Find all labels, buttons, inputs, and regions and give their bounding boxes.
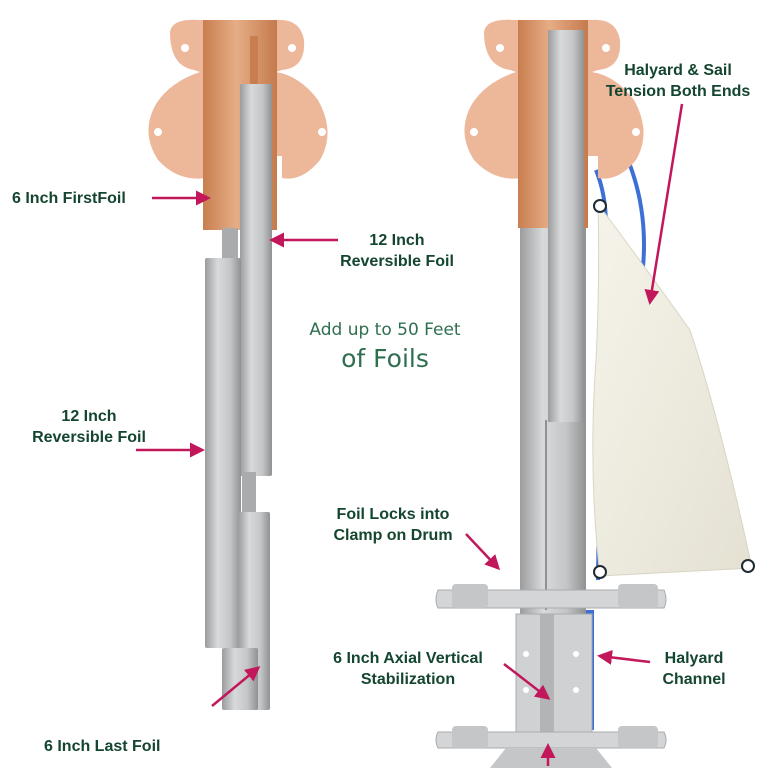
label-foil-locks-line2: Clamp on Drum: [333, 527, 453, 544]
label-first-foil: 6 Inch FirstFoil: [12, 190, 126, 207]
label-axial-stabilization: 6 Inch Axial Vertical Stabilization: [308, 648, 508, 690]
label-reversible-left: 12 Inch Reversible Foil: [14, 406, 164, 448]
right-assembly: [435, 19, 755, 768]
drum-clamp-upper-block: [452, 584, 488, 608]
label-last-foil: 6 Inch Last Foil: [44, 738, 161, 755]
center-title-line2: of Foils: [341, 344, 429, 373]
axial-stabilizer-rod: [540, 614, 554, 738]
arrow-last-foil: [211, 666, 261, 707]
label-halyard-tension: Halyard & Sail Tension Both Ends: [588, 60, 768, 102]
left-foil-connector: [222, 228, 238, 260]
center-title: Add up to 50 Feet of Foils: [292, 318, 478, 376]
left-assembly: [148, 19, 328, 710]
right-foil-inner: [548, 30, 584, 422]
sail: [592, 202, 753, 577]
label-axial-stabilization-line1: 6 Inch Axial Vertical: [333, 650, 483, 667]
arrow-axial: [503, 663, 551, 700]
left-bracket-hole: [318, 128, 326, 136]
stabilizer-hole: [523, 651, 529, 657]
drum-clamp-upper-block: [618, 584, 658, 608]
center-title-line1: Add up to 50 Feet: [309, 320, 461, 340]
label-halyard-tension-line1: Halyard & Sail: [624, 62, 732, 79]
label-reversible-top: 12 Inch Reversible Foil: [322, 230, 472, 272]
label-reversible-top-line2: Reversible Foil: [340, 253, 454, 270]
stabilizer-hole: [523, 687, 529, 693]
left-foil-top-rod: [240, 84, 272, 476]
label-reversible-left-line1: 12 Inch: [61, 408, 117, 425]
label-foil-locks: Foil Locks into Clamp on Drum: [318, 504, 468, 546]
drum-clamp-upper: [435, 589, 667, 609]
label-halyard-tension-line2: Tension Both Ends: [605, 83, 751, 100]
right-bracket-hole: [602, 44, 610, 52]
sail-grommet: [593, 199, 607, 213]
arrow-halyard-channel: [597, 649, 651, 665]
drum-clamp-lower-block: [452, 726, 488, 748]
left-foil-last: [222, 648, 258, 710]
sail-grommet: [593, 565, 607, 579]
left-bracket-hole: [288, 44, 296, 52]
label-reversible-left-line2: Reversible Foil: [32, 429, 146, 446]
callout-arrows: [136, 103, 684, 766]
arrow-foil-locks: [465, 533, 501, 571]
label-reversible-top-line1: 12 Inch: [369, 232, 425, 249]
sail-grommet: [741, 559, 755, 573]
left-foil-connector-lower: [242, 472, 256, 514]
left-foil-reversible: [205, 258, 241, 648]
label-halyard-channel: Halyard Channel: [646, 648, 742, 690]
right-foil-seam: [545, 420, 547, 610]
drum-clamp-lower-block: [618, 726, 658, 748]
drum-base: [490, 748, 612, 768]
label-foil-locks-line1: Foil Locks into: [336, 506, 450, 523]
left-bracket-hole: [181, 44, 189, 52]
drum-clamp-lower: [435, 731, 667, 749]
label-halyard-channel-line2: Channel: [662, 671, 726, 688]
right-bracket-hole: [496, 44, 504, 52]
stabilizer-hole: [573, 651, 579, 657]
right-bracket-hole: [470, 128, 478, 136]
right-bracket-hole: [632, 128, 640, 136]
label-halyard-channel-line1: Halyard: [664, 650, 724, 667]
left-bracket-hole: [154, 128, 162, 136]
arrow-halyard-tension: [644, 103, 684, 305]
label-axial-stabilization-line2: Stabilization: [360, 671, 456, 688]
stabilizer-hole: [573, 687, 579, 693]
